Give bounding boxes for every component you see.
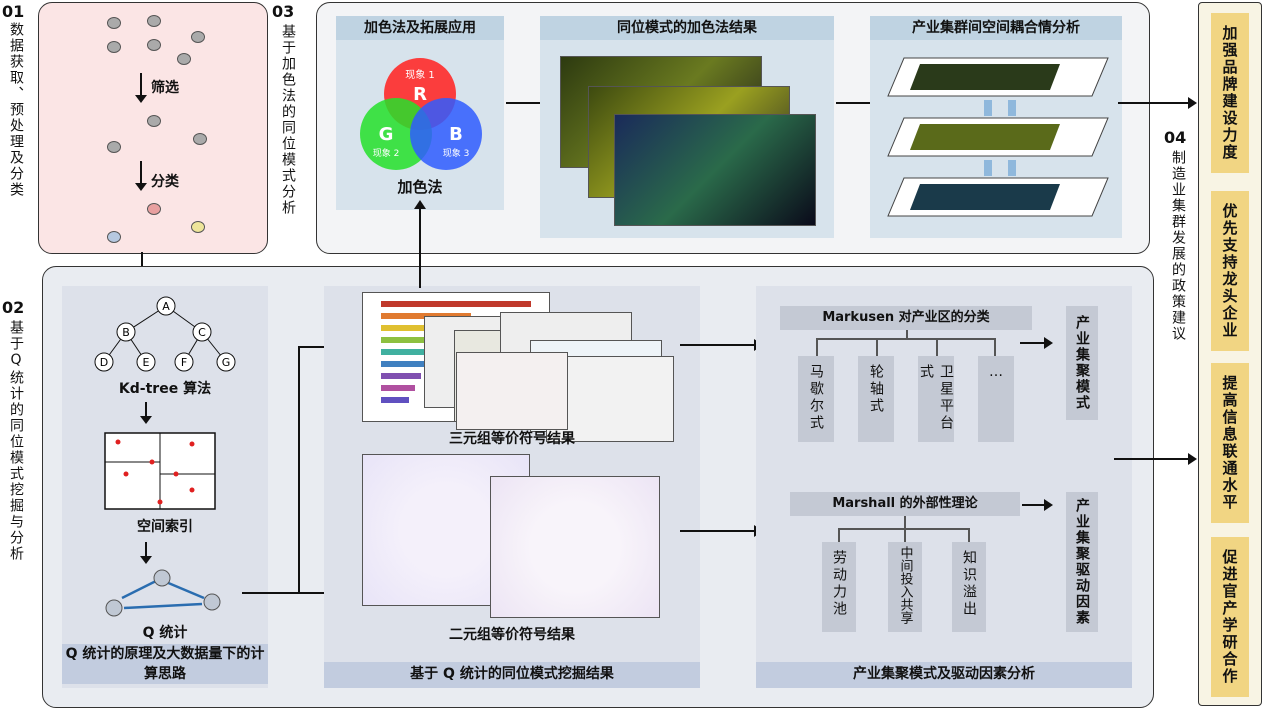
node-b: B bbox=[122, 326, 130, 339]
triple-result-label: 三元组等价符号结果 bbox=[449, 431, 575, 447]
g-letter: G bbox=[379, 124, 394, 145]
coupling-layers bbox=[887, 57, 1109, 217]
network-thumb-2 bbox=[490, 476, 660, 618]
section1-title: 数据获取、预处理及分类 bbox=[8, 22, 24, 198]
section3-number: 03 bbox=[272, 2, 295, 21]
section1-box: 筛选 分类 bbox=[38, 2, 268, 254]
kdtree-label: Kd-tree 算法 bbox=[118, 381, 212, 397]
node-c: C bbox=[198, 326, 206, 339]
policy-4: 促进官产学研合作 bbox=[1211, 537, 1249, 697]
markusen-header: Markusen 对产业区的分类 bbox=[780, 306, 1032, 330]
driver-labor-pool: 劳动力池 bbox=[822, 542, 856, 632]
policy-1: 加强品牌建设力度 bbox=[1211, 13, 1249, 173]
section2-number: 02 bbox=[2, 298, 25, 317]
coupling-panel: 产业集群间空间耦合情分析 bbox=[870, 16, 1122, 238]
mode-box: 产业集聚模式 bbox=[1066, 306, 1098, 420]
agglomeration-panel: Markusen 对产业区的分类 马歇尔式 轮轴式 卫星平台式 … 产业集聚模式… bbox=[756, 286, 1132, 688]
additive-label: 加色法 bbox=[397, 178, 443, 196]
node-d: D bbox=[100, 356, 108, 369]
g-text: 现象 2 bbox=[373, 147, 400, 159]
additive-panel: 加色法及拓展应用 R 现象 1 G 现象 2 B 现象 3 加色法 bbox=[336, 16, 504, 210]
driver-box: 产业集聚驱动因素 bbox=[1066, 492, 1098, 632]
node-e: E bbox=[143, 356, 150, 369]
section1-number: 01 bbox=[2, 2, 25, 21]
policy-2: 优先支持龙头企业 bbox=[1211, 191, 1249, 351]
additive-result-title: 同位模式的加色法结果 bbox=[540, 16, 834, 40]
driver-knowledge-spillover: 知识溢出 bbox=[952, 542, 986, 632]
type-marshall: 马歇尔式 bbox=[798, 356, 834, 442]
section4-number: 04 bbox=[1164, 128, 1187, 147]
section4-box: 加强品牌建设力度 优先支持龙头企业 提高信息联通水平 促进官产学研合作 bbox=[1198, 2, 1262, 706]
b-text: 现象 3 bbox=[443, 147, 470, 159]
map-thumb-6 bbox=[456, 352, 568, 430]
q-stat-panel: A B C D E F G Kd-tree 算法 空间索引 Q 统计 Q 统计的… bbox=[62, 286, 268, 688]
rgb-venn: R 现象 1 G 现象 2 B 现象 3 bbox=[360, 58, 482, 170]
filter-label: 筛选 bbox=[151, 80, 179, 96]
marshall-header: Marshall 的外部性理论 bbox=[790, 492, 1020, 516]
agglomeration-title: 产业集聚模式及驱动因素分析 bbox=[756, 662, 1132, 688]
map-3 bbox=[614, 114, 816, 226]
type-ellipsis: … bbox=[978, 356, 1014, 442]
spatial-index-grid bbox=[104, 432, 216, 510]
type-hub: 轮轴式 bbox=[858, 356, 894, 442]
node-g: G bbox=[222, 356, 231, 369]
mining-result-panel: 三元组等价符号结果 二元组等价符号结果 基于 Q 统计的同位模式挖掘结果 bbox=[324, 286, 700, 688]
section3-title: 基于加色法的同位模式分析 bbox=[280, 24, 296, 216]
section2-title: 基于Q统计的同位模式挖掘与分析 bbox=[8, 320, 24, 562]
policy-3: 提高信息联通水平 bbox=[1211, 363, 1249, 523]
driver-intermediate-input: 中间投入共享 bbox=[888, 542, 922, 632]
q-stat-label: Q 统计 bbox=[142, 625, 188, 641]
pair-result-label: 二元组等价符号结果 bbox=[449, 627, 575, 643]
type-satellite: 卫星平台式 bbox=[918, 356, 954, 442]
kd-tree: A B C D E F G bbox=[94, 296, 236, 372]
node-a: A bbox=[162, 300, 170, 313]
additive-result-panel: 同位模式的加色法结果 bbox=[540, 16, 834, 238]
r-letter: R bbox=[413, 84, 427, 105]
section4-title: 制造业集群发展的政策建议 bbox=[1170, 150, 1186, 342]
q-stat-panel-title: Q 统计的原理及大数据量下的计算思路 bbox=[62, 644, 268, 684]
spatial-index-label: 空间索引 bbox=[137, 519, 193, 535]
additive-panel-title: 加色法及拓展应用 bbox=[336, 16, 504, 40]
b-letter: B bbox=[449, 124, 463, 145]
q-stat-graphic bbox=[105, 569, 221, 617]
node-f: F bbox=[181, 356, 187, 369]
classify-label: 分类 bbox=[151, 174, 179, 190]
r-text: 现象 1 bbox=[405, 69, 435, 81]
coupling-title: 产业集群间空间耦合情分析 bbox=[870, 16, 1122, 40]
mining-result-title: 基于 Q 统计的同位模式挖掘结果 bbox=[324, 662, 700, 688]
